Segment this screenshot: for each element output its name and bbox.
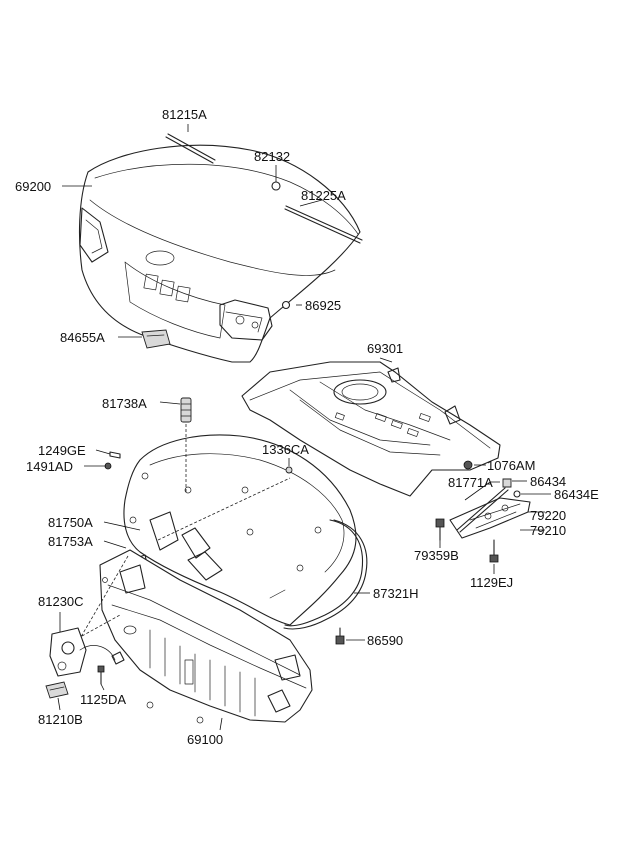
callout-84655a: 84655A (60, 330, 105, 345)
bolt-79359b (435, 518, 445, 528)
weatherstrip-81225a (285, 205, 363, 241)
callout-1125da: 1125DA (80, 692, 126, 707)
trunk-lid (78, 144, 361, 363)
callout-69100: 69100 (187, 732, 223, 747)
callout-79210: 79210 (530, 523, 566, 538)
bolt-86590 (335, 627, 345, 645)
callout-81225a: 81225A (301, 188, 346, 203)
callout-1491ad: 1491AD (26, 459, 73, 474)
callout-81215a: 81215A (162, 107, 207, 122)
clip-86434e (513, 490, 521, 498)
callout-79220: 79220 (530, 508, 566, 523)
screw-1249ge (109, 451, 121, 459)
callout-69200: 69200 (15, 179, 51, 194)
weatherstrip-81215a (167, 133, 216, 161)
callout-1129ej: 1129EJ (470, 575, 513, 590)
callout-69301: 69301 (367, 341, 403, 356)
callout-81210b: 81210B (38, 712, 83, 727)
nut-1076am (463, 460, 473, 470)
callout-86925: 86925 (305, 298, 341, 313)
trunk-lid-trim (123, 434, 357, 626)
weatherstrip-87321h (284, 519, 364, 627)
trunk-latch (49, 627, 125, 677)
stopper-81738a (180, 397, 192, 423)
stay-81771a (456, 487, 506, 531)
callout-87321h: 87321H (373, 586, 419, 601)
callout-81750a: 81750A (48, 515, 93, 530)
callout-86434: 86434 (530, 474, 566, 489)
cap-86434 (502, 478, 512, 488)
callout-86590: 86590 (367, 633, 403, 648)
bolt-1129ej (489, 554, 499, 563)
callout-81771a: 81771A (448, 475, 493, 490)
clip-1336ca (285, 466, 293, 474)
callout-81738a: 81738A (102, 396, 147, 411)
striker-81210b (45, 681, 69, 699)
rear-shelf-panel (241, 361, 501, 497)
trunk-hinge (449, 497, 531, 539)
callout-81230c: 81230C (38, 594, 84, 609)
callout-labels: 81215A 82132 69200 81225A 86925 84655A 6… (15, 107, 599, 747)
callout-79359b: 79359B (414, 548, 459, 563)
trunk-lamp-84655a (141, 329, 171, 349)
plug-86925 (281, 300, 291, 310)
callout-1076am: 1076AM (487, 458, 535, 473)
callout-1336ca: 1336CA (262, 442, 309, 457)
callout-1249ge: 1249GE (38, 443, 86, 458)
callout-86434e: 86434E (554, 487, 599, 502)
back-panel (99, 549, 313, 724)
clip-82132 (271, 181, 281, 191)
callout-82132: 82132 (254, 149, 290, 164)
bolt-1125da (97, 665, 105, 673)
leader-lines (57, 124, 551, 731)
callout-81753a: 81753A (48, 534, 93, 549)
